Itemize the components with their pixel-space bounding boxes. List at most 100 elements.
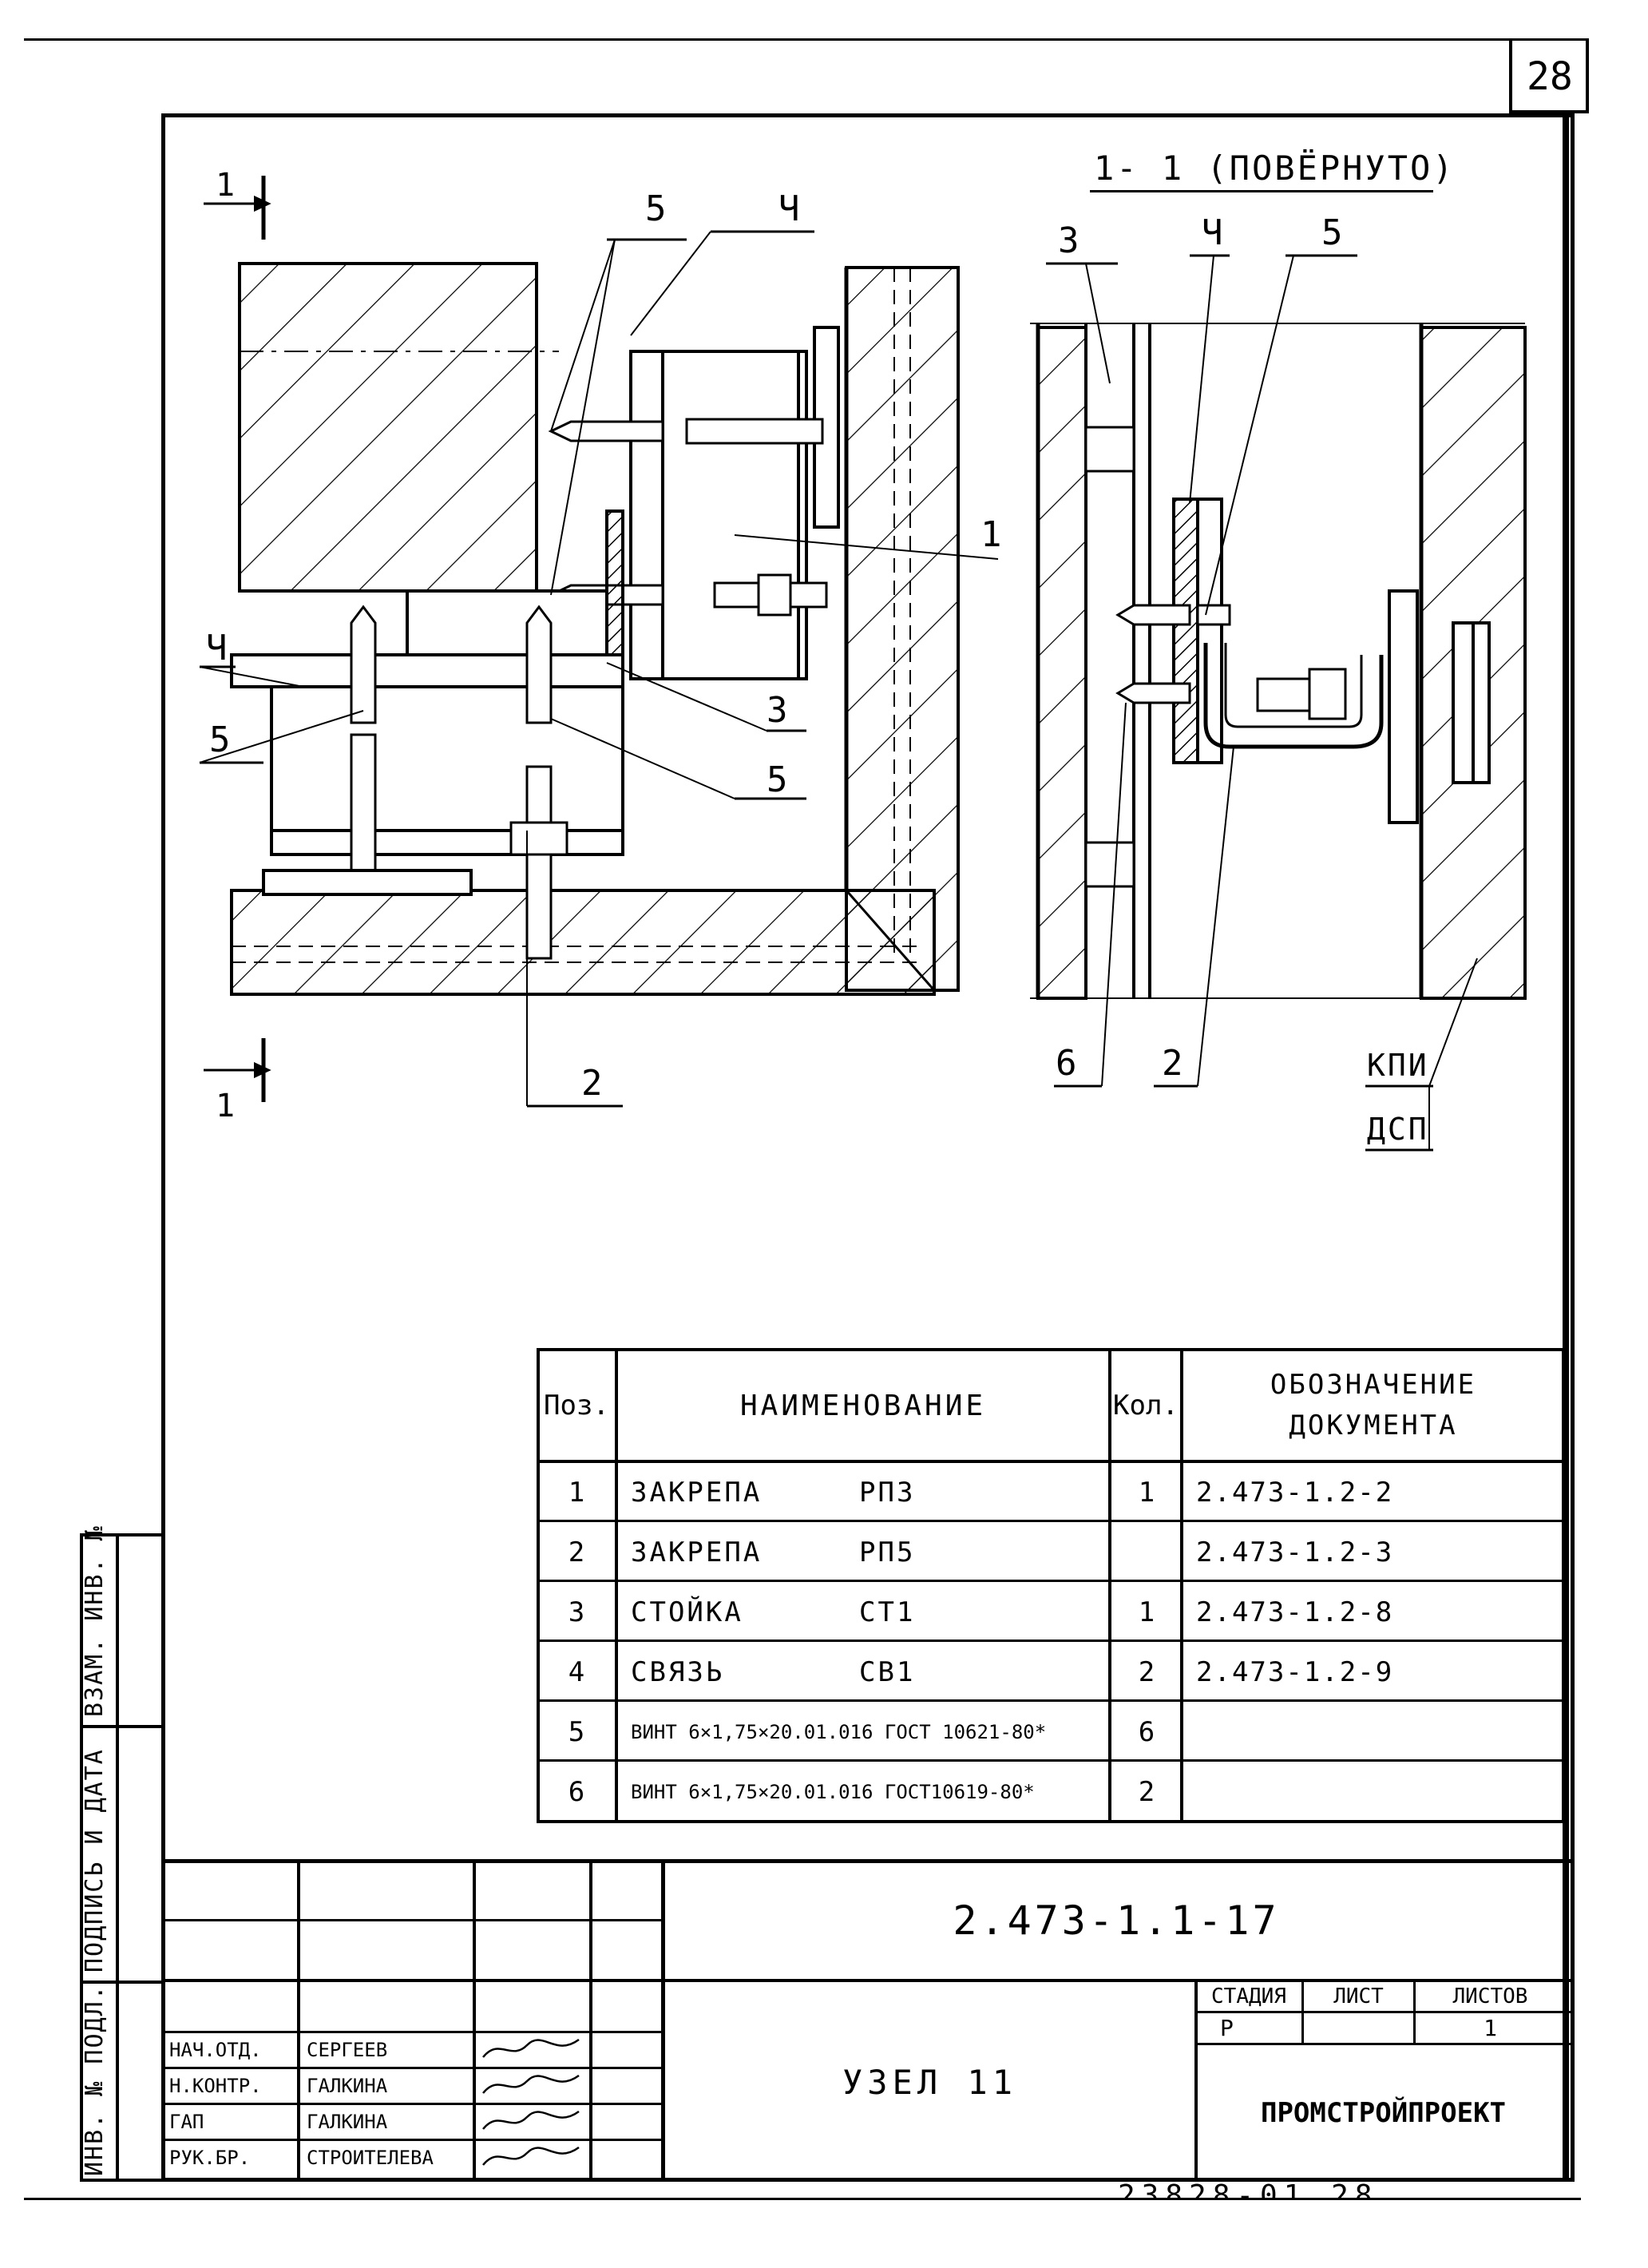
spec-qty [1111,1522,1182,1582]
spec-name: ЗАКРЕПА [631,1476,763,1509]
spec-header-pos: Поз. [544,1390,609,1421]
bottom-rule [24,2198,1581,2200]
sheets-value: 1 [1484,2014,1497,2041]
callout-5-left: 5 [209,720,231,760]
callout-3: 3 [767,690,788,731]
spec-header-doc: ОБОЗНАЧЕНИЕ ДОКУМЕНТА [1270,1369,1477,1441]
callout-cut-top: 1 [216,167,236,204]
tie-bar [230,653,624,688]
spec-qty: 2 [1138,1775,1155,1808]
spec-qty: 1 [1138,1596,1155,1628]
spec-name: СТОЙКА [631,1596,743,1628]
spec-name: ВИНТ 6×1,75×20.01.016 ГОСТ10619-80* [631,1780,1035,1803]
signature [482,2146,580,2166]
spec-name: СВЯЗЬ [631,1655,725,1688]
callout-5-top: 5 [645,188,667,229]
doc-code: 2.473-1.1-17 [953,1897,1280,1944]
top-rule [24,38,1509,41]
section-view [1030,254,1527,1152]
clamp-plate [1172,498,1199,764]
stage-label: СТАДИЯ [1211,1984,1286,2008]
angle-clamp [1203,643,1384,749]
section-callout-6: 6 [1056,1043,1077,1084]
spec-pos: 6 [568,1775,585,1808]
spec-doc: 2.473-1.2-8 [1196,1596,1394,1628]
section-callout-2: 2 [1162,1043,1183,1084]
left-wall-section [1036,326,1087,1000]
vscrew-2 [525,605,553,724]
material-dsp: ДСП [1367,1112,1429,1147]
spec-doc [1183,1762,1563,1822]
spec-mark [846,1702,1006,1762]
stamp-person-name: СТРОИТЕЛЕВА [307,2147,434,2169]
plan-view [199,176,999,1108]
spec-pos: 4 [568,1655,585,1688]
callout-4-left: Ч [206,628,228,668]
upper-wall-block [238,262,538,593]
spec-doc: 2.473-1.2-9 [1196,1655,1394,1688]
spec-doc: 2.473-1.2-2 [1196,1476,1394,1509]
section-callout-3: 3 [1058,220,1080,261]
spec-header-name: НАИМЕНОВАНИЕ [739,1389,987,1422]
drawing-frame [161,113,1575,2182]
spec-mark: РП5 [859,1536,916,1568]
spec-qty: 1 [1138,1476,1155,1509]
right-wall [845,266,960,992]
side-sign-date: ПОДПИСЬ И ДАТА [81,1748,109,1973]
callout-5-right: 5 [767,759,788,800]
material-kpi: КПИ [1367,1048,1429,1083]
floor-slab [230,889,936,996]
section-title-underline [1090,190,1433,192]
organization: ПРОМСТРОЙПРОЕКТ [1260,2097,1507,2129]
sheet-label: ЛИСТ [1333,1984,1384,2008]
bottom-archive-number: 23828-01 28 [1118,2182,1379,2199]
stamp-role: Н.КОНТР. [169,2075,262,2097]
spec-mark: РП3 [859,1476,916,1509]
screw-top [548,418,824,445]
signature [482,2038,580,2058]
signature [482,2074,580,2094]
spec-pos: 3 [568,1596,585,1628]
stamp-role: РУК.БР. [169,2147,251,2169]
callout-4-top: Ч [778,188,800,229]
callout-2: 2 [581,1063,603,1104]
spec-name: ВИНТ 6×1,75×20.01.016 ГОСТ 10621-80* [631,1720,1047,1743]
stamp-person-name: ГАЛКИНА [307,2111,388,2133]
sheet-number-box [1509,38,1589,113]
stage-value: Р [1220,2014,1234,2041]
section-callout-5: 5 [1321,212,1343,253]
frame-right-edge [1563,113,1569,2182]
spec-mark [846,1762,1006,1822]
sheet-value [1304,2012,1413,2043]
sheet-title: УЗЕЛ 11 [842,2062,1017,2102]
stamp-role: НАЧ.ОТД. [169,2039,262,2061]
sheets-label: ЛИСТОВ [1452,1984,1528,2008]
spec-mark: СТ1 [859,1596,916,1628]
stamp-person-name: СЕРГЕЕВ [307,2039,388,2061]
vscrew-1 [350,605,377,724]
spec-header-qty: Кол. [1113,1390,1179,1421]
spec-qty: 6 [1138,1715,1155,1748]
spec-pos: 5 [568,1715,585,1748]
stamp-role: ГАП [169,2111,204,2133]
sheet-number: 28 [1527,54,1573,99]
spec-doc: 2.473-1.2-3 [1196,1536,1394,1568]
stamp-person-name: ГАЛКИНА [307,2075,388,2097]
side-replace-inv: ВЗАМ. ИНВ. № [81,1525,109,1717]
mount-plate [629,350,808,680]
section-callout-4: Ч [1202,212,1223,253]
callout-1: 1 [980,514,1002,555]
title-block [161,1859,1575,2182]
spec-qty: 2 [1138,1655,1155,1688]
signature [482,2110,580,2130]
spec-mark: СВ1 [859,1655,916,1688]
side-stamp [80,1533,161,2182]
spec-name: ЗАКРЕПА [631,1536,763,1568]
side-inv-orig: ИНВ. № ПОДЛ. [81,1984,109,2176]
spec-table [537,1348,1565,1823]
spec-pos: 2 [568,1536,585,1568]
spec-doc [1183,1702,1563,1762]
spec-pos: 1 [568,1476,585,1509]
callout-cut-bottom: 1 [216,1088,236,1124]
